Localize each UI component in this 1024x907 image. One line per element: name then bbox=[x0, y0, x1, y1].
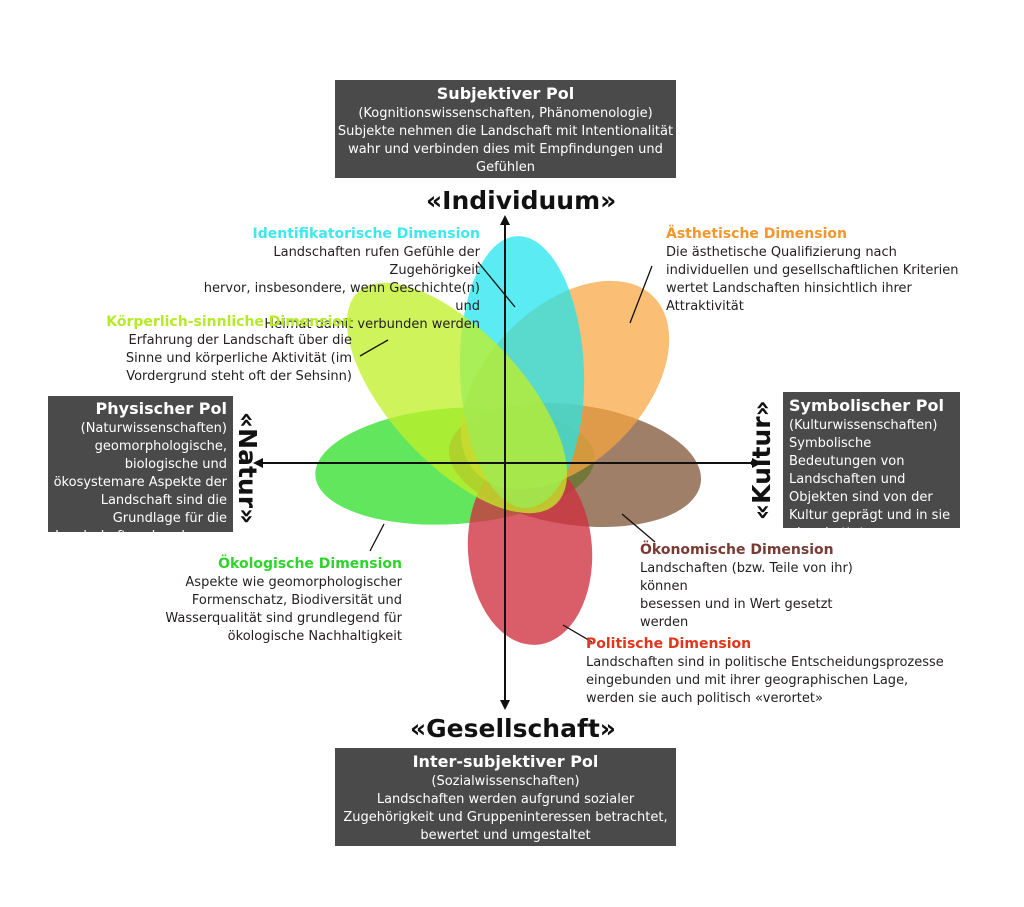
physical-pole-title: Physischer Pol bbox=[95, 399, 227, 418]
leader-politisch bbox=[562, 624, 593, 643]
physical-pole-description: geomorphologische, biologische und ökosy… bbox=[53, 439, 227, 544]
leader-aesthetisch bbox=[629, 265, 653, 324]
politische-dimension-label: Politische Dimension Landschaften sind i… bbox=[586, 634, 946, 708]
leader-oekonomisch bbox=[621, 513, 656, 543]
physical-pole-box: Physischer Pol (Naturwissenschaften) geo… bbox=[48, 396, 233, 544]
leader-oekologisch bbox=[369, 523, 385, 552]
subjective-pole-title: Subjektiver Pol bbox=[436, 84, 575, 103]
physical-pole-discipline: (Naturwissenschaften) bbox=[80, 421, 227, 436]
politische-dimension-description: Landschaften sind in politische Entschei… bbox=[586, 655, 944, 706]
symbolic-pole-description: Symbolische Bedeutungen von Landschaften… bbox=[789, 436, 951, 541]
identifikatorische-dimension-label: Identifikatorische Dimension Landschafte… bbox=[180, 224, 480, 334]
symbolic-pole-box: Symbolischer Pol (Kulturwissenschaften) … bbox=[783, 392, 960, 541]
identifikatorische-dimension-description: Landschaften rufen Gefühle der Zugehörig… bbox=[203, 245, 480, 332]
subjective-pole-box: Subjektiver Pol (Kognitionswissenschafte… bbox=[335, 80, 676, 178]
politische-dimension-title: Politische Dimension bbox=[586, 636, 752, 652]
koerperlich-sinnliche-dimension-title: Körperlich-sinnliche Dimension bbox=[106, 314, 352, 330]
symbolic-pole-title: Symbolischer Pol bbox=[789, 396, 944, 415]
koerperlich-sinnliche-dimension-label: Körperlich-sinnliche Dimension Erfahrung… bbox=[96, 312, 352, 386]
aesthetische-dimension-title: Ästhetische Dimension bbox=[666, 226, 847, 242]
intersubjective-pole-box: Inter-subjektiver Pol (Sozialwissenschaf… bbox=[335, 748, 676, 846]
leader-koerperlich bbox=[359, 339, 389, 357]
oekologische-dimension-description: Aspekte wie geomorphologischer Formensch… bbox=[165, 575, 402, 644]
oekonomische-dimension-title: Ökonomische Dimension bbox=[640, 542, 834, 558]
subjective-pole-description: Subjekte nehmen die Landschaft mit Inten… bbox=[337, 124, 674, 175]
symbolic-pole-discipline: (Kulturwissenschaften) bbox=[789, 418, 938, 433]
subjective-pole-discipline: (Kognitionswissenschaften, Phänomenologi… bbox=[358, 106, 653, 121]
leader-identifikatorisch bbox=[477, 261, 516, 308]
oekonomische-dimension-label: Ökonomische Dimension Landschaften (bzw.… bbox=[640, 540, 880, 632]
aesthetische-dimension-label: Ästhetische Dimension Die ästhetische Qu… bbox=[666, 224, 966, 316]
oekonomische-dimension-description: Landschaften (bzw. Teile von ihr) können… bbox=[640, 561, 853, 630]
koerperlich-sinnliche-dimension-description: Erfahrung der Landschaft über die Sinne … bbox=[125, 333, 352, 384]
axis-label-natur: «Natur» bbox=[233, 412, 262, 525]
intersubjective-pole-discipline: (Sozialwissenschaften) bbox=[431, 774, 580, 789]
axis-label-individuum: «Individuum» bbox=[426, 186, 617, 215]
oekologische-dimension-label: Ökologische Dimension Aspekte wie geomor… bbox=[150, 554, 402, 646]
intersubjective-pole-description: Landschaften werden aufgrund sozialer Zu… bbox=[343, 792, 668, 843]
intersubjective-pole-title: Inter-subjektiver Pol bbox=[412, 752, 599, 771]
axis-label-kultur: «Kultur» bbox=[747, 400, 776, 520]
axis-label-gesellschaft: «Gesellschaft» bbox=[410, 714, 616, 743]
petal-koerperlich bbox=[346, 282, 568, 514]
aesthetische-dimension-description: Die ästhetische Qualifizierung nach indi… bbox=[666, 245, 959, 314]
identifikatorische-dimension-title: Identifikatorische Dimension bbox=[252, 226, 481, 242]
oekologische-dimension-title: Ökologische Dimension bbox=[218, 556, 402, 572]
